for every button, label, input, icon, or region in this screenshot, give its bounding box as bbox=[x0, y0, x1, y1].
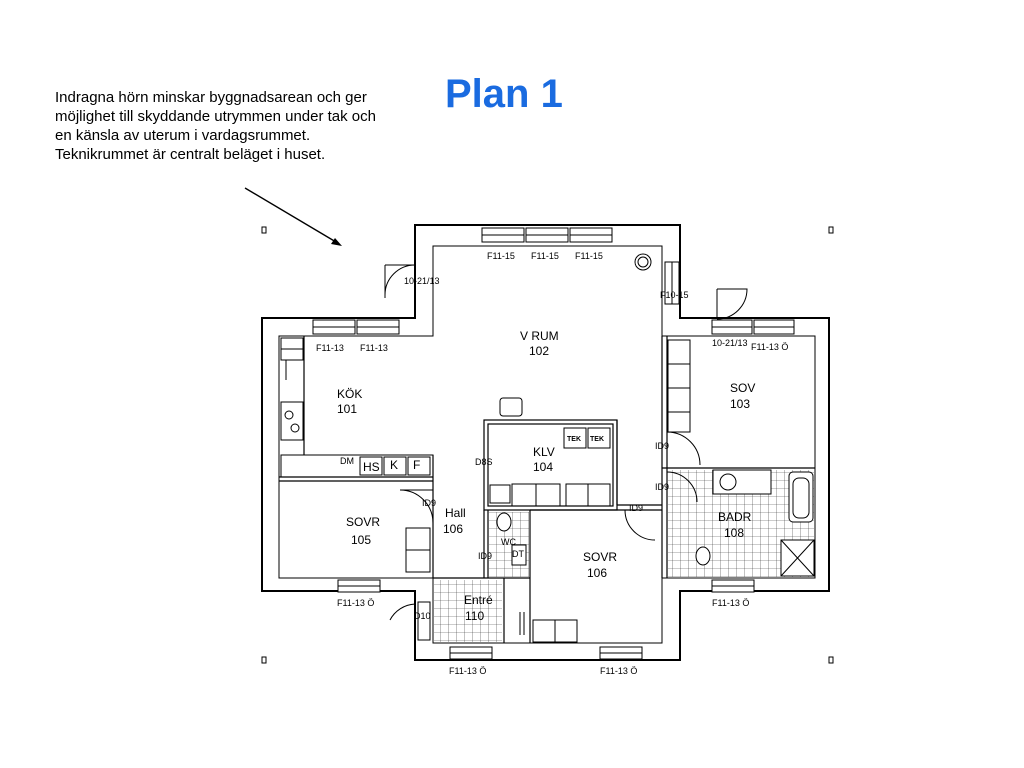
window-label-w1: F11-15 bbox=[487, 251, 515, 261]
fixture-label-dt: DT bbox=[512, 549, 524, 559]
window-label-w11: F10-15 bbox=[660, 290, 689, 300]
door-label-d7: ID9 bbox=[478, 551, 492, 561]
room-kok-name: KÖK bbox=[337, 387, 362, 401]
room-hall-number: 106 bbox=[443, 522, 463, 536]
windows bbox=[312, 227, 795, 660]
outer-walls bbox=[261, 224, 830, 661]
fixture-label-hs: HS bbox=[363, 460, 380, 474]
fixture-label-tek2: TEK bbox=[590, 436, 604, 443]
room-sov103-name: SOV bbox=[730, 381, 755, 395]
slide-title: Plan 1 bbox=[445, 72, 563, 116]
room-vrum-name: V RUM bbox=[520, 329, 559, 343]
room-entre-number: 110 bbox=[465, 609, 484, 623]
entre-tiles bbox=[434, 580, 502, 642]
room-vrum-number: 102 bbox=[529, 344, 549, 358]
pointer-arrow bbox=[244, 187, 342, 246]
sovr106-wardrobes bbox=[532, 619, 578, 643]
living-fixtures bbox=[499, 253, 652, 417]
window-label-w5: F11-13 bbox=[360, 343, 388, 353]
door-label-d6: ID9 bbox=[629, 503, 643, 513]
room-klv-number: 104 bbox=[533, 460, 553, 474]
door-label-d1: 10-21/13 bbox=[404, 276, 440, 286]
room-sovr105-number: 105 bbox=[351, 533, 371, 547]
kitchen-fixtures bbox=[280, 337, 434, 478]
window-label-w3: F11-15 bbox=[575, 251, 603, 261]
fixture-label-k: K bbox=[390, 458, 398, 472]
fixture-label-wc: WC bbox=[501, 537, 516, 547]
room-sovr106-number: 106 bbox=[587, 566, 607, 580]
fixture-label-tek1: TEK bbox=[567, 436, 581, 443]
room-entre-name: Entré bbox=[464, 593, 493, 607]
caption-text: Indragna hörn minskar byggnadsarean och … bbox=[55, 89, 376, 163]
window-label-w8: F11-13 Ö bbox=[712, 598, 749, 608]
klv-fixtures bbox=[511, 427, 611, 507]
window-label-w4: F11-13 bbox=[316, 343, 344, 353]
door-label-d5: ID9 bbox=[655, 482, 669, 492]
window-label-w10: F11-13 Ö bbox=[600, 666, 637, 676]
door-label-d3: ID9 bbox=[422, 498, 436, 508]
door-label-d8: D8S bbox=[475, 457, 493, 467]
corner-markers bbox=[261, 226, 834, 664]
window-label-w6: F11-13 Ö bbox=[751, 342, 788, 352]
room-badr-name: BADR bbox=[718, 510, 752, 524]
room-kok-number: 101 bbox=[337, 402, 357, 416]
door-label-d9: D10 bbox=[414, 611, 431, 621]
window-label-w9: F11-13 Ö bbox=[449, 666, 486, 676]
room-sovr106-name: SOVR bbox=[583, 550, 617, 564]
fixture-label-f: F bbox=[413, 458, 420, 472]
room-hall-name: Hall bbox=[445, 506, 466, 520]
room-klv-name: KLV bbox=[533, 445, 555, 459]
fixture-label-dm: DM bbox=[340, 456, 354, 466]
doors bbox=[384, 264, 748, 621]
window-label-w7: F11-13 Ö bbox=[337, 598, 374, 608]
sov103-wardrobes bbox=[667, 339, 691, 433]
door-label-d4: ID9 bbox=[655, 441, 669, 451]
sovr105-wardrobes bbox=[405, 527, 431, 573]
window-label-w2: F11-15 bbox=[531, 251, 559, 261]
bath-fixtures bbox=[489, 469, 815, 577]
door-label-d2: 10-21/13 bbox=[712, 338, 748, 348]
interior-walls bbox=[279, 336, 815, 643]
entre-fixtures bbox=[417, 601, 525, 641]
room-sovr105-name: SOVR bbox=[346, 515, 380, 529]
room-badr-number: 108 bbox=[724, 526, 744, 540]
room-sov103-number: 103 bbox=[730, 397, 750, 411]
